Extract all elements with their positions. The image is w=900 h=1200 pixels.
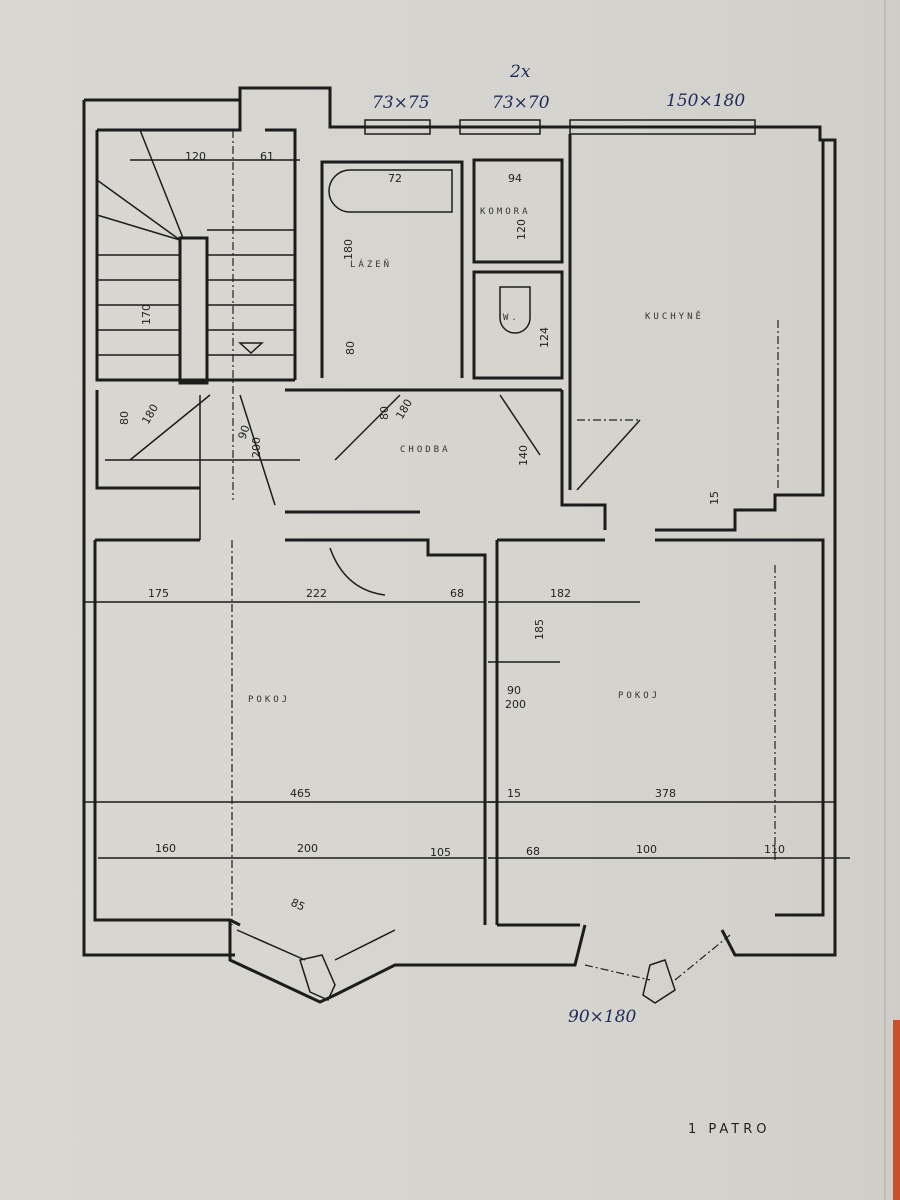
dim-bottom-200: 200 bbox=[297, 842, 318, 855]
dim-bottom-110: 110 bbox=[764, 843, 785, 856]
dim-door-80c: 80 bbox=[378, 406, 391, 420]
kitchen bbox=[568, 134, 825, 532]
note-window-bay: 90×180 bbox=[568, 1007, 637, 1027]
label-storage: KOMORA bbox=[480, 207, 531, 217]
dim-right-15: 15 bbox=[507, 787, 521, 800]
dim-kitchen-15: 15 bbox=[708, 491, 721, 505]
note-window-storage-wc: 73×70 bbox=[492, 93, 550, 113]
note-window-count: 2x bbox=[509, 62, 531, 82]
dim-door-80a: 80 bbox=[118, 411, 131, 425]
dim-wc-height: 124 bbox=[538, 327, 551, 348]
dim-right-200: 200 bbox=[505, 698, 526, 711]
dim-right-182: 182 bbox=[550, 587, 571, 600]
dim-stair-width: 120 bbox=[185, 150, 206, 163]
dim-left-175: 175 bbox=[148, 587, 169, 600]
bay-window bbox=[228, 920, 587, 1004]
dim-door-180d: 180 bbox=[393, 397, 415, 422]
dim-bath-door: 80 bbox=[344, 341, 357, 355]
room-left bbox=[85, 538, 495, 927]
footer-label: 1 PATRO bbox=[688, 1122, 771, 1137]
label-hallway: CHODBA bbox=[400, 445, 451, 455]
dim-bay-85: 85 bbox=[289, 896, 307, 914]
dim-bath-height: 180 bbox=[342, 239, 355, 260]
dim-right-90: 90 bbox=[507, 684, 521, 697]
dim-bottom-105: 105 bbox=[430, 846, 451, 859]
dim-stair-side: 61 bbox=[260, 150, 274, 163]
note-window-bathroom: 73×75 bbox=[372, 93, 430, 113]
staircase bbox=[96, 129, 300, 500]
label-wc: W. bbox=[503, 313, 520, 323]
dim-door-200: 200 bbox=[250, 437, 263, 458]
top-windows bbox=[364, 119, 756, 135]
background-edge bbox=[893, 1020, 900, 1200]
dim-storage-width: 94 bbox=[508, 172, 522, 185]
dim-door-180b: 180 bbox=[139, 402, 161, 427]
outer-walls bbox=[82, 86, 837, 957]
dim-left-222: 222 bbox=[306, 587, 327, 600]
dim-bottom-100: 100 bbox=[636, 843, 657, 856]
dim-right-185: 185 bbox=[533, 619, 546, 640]
label-room-right: POKOJ bbox=[618, 691, 660, 701]
dim-door-90: 90 bbox=[236, 423, 253, 441]
label-room-left: POKOJ bbox=[248, 695, 290, 705]
dim-left-68: 68 bbox=[450, 587, 464, 600]
dim-bottom-160: 160 bbox=[155, 842, 176, 855]
storage-and-wc bbox=[472, 158, 564, 380]
label-kitchen: KUCHYNĚ bbox=[645, 310, 704, 322]
dim-stair-height: 170 bbox=[140, 304, 153, 325]
bathroom bbox=[320, 160, 464, 378]
dim-bottom-68: 68 bbox=[526, 845, 540, 858]
dim-right-378: 378 bbox=[655, 787, 676, 800]
dim-total-465: 465 bbox=[290, 787, 311, 800]
dim-bath-tub: 72 bbox=[388, 172, 402, 185]
note-window-kitchen: 150×180 bbox=[666, 91, 745, 111]
dim-hall-height: 140 bbox=[517, 445, 530, 466]
room-right bbox=[488, 538, 850, 1004]
hallway bbox=[95, 388, 607, 540]
label-bathroom: LÁZEŇ bbox=[350, 258, 392, 270]
dim-storage-height: 120 bbox=[515, 219, 528, 240]
paper-edge bbox=[884, 0, 886, 1200]
